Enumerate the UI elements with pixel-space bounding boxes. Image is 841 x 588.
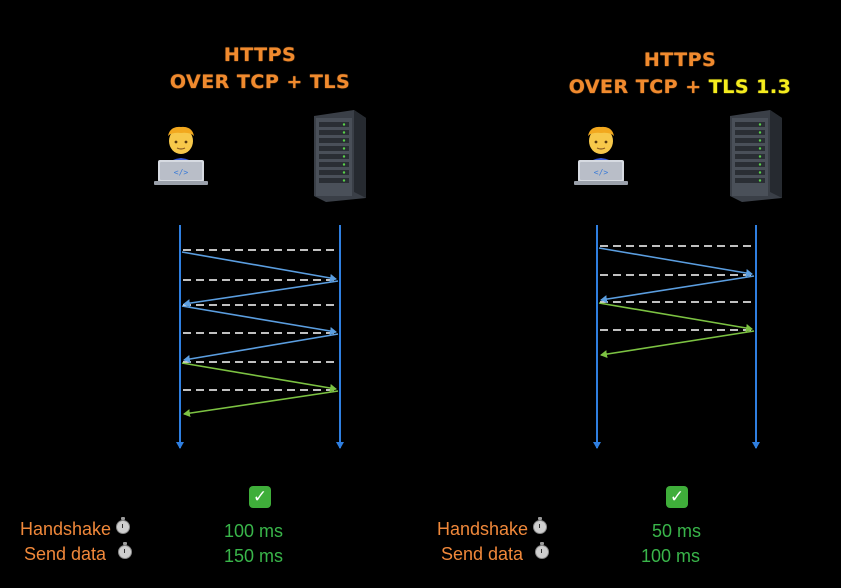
server-rack-icon xyxy=(308,108,370,208)
handshake-label: Handshake xyxy=(437,517,548,540)
right-panel: HTTPS OVER TCP + TLS 1.3 </> xyxy=(420,0,840,588)
send-data-label-text: Send data xyxy=(24,544,107,564)
right-title-line2-highlight: TLS 1.3 xyxy=(708,76,792,98)
send-data-value: 100 ms xyxy=(641,546,701,566)
handshake-value: 100 ms xyxy=(224,521,284,541)
handshake-arrow xyxy=(600,275,755,304)
left-title: HTTPS OVER TCP + TLS xyxy=(130,42,390,96)
handshake-value: 50 ms xyxy=(652,521,702,541)
send-data-label-text: Send data xyxy=(441,544,524,564)
server-rack-icon xyxy=(724,108,786,208)
handshake-arrow xyxy=(181,251,337,282)
handshake-arrow xyxy=(183,333,339,363)
stopwatch-icon xyxy=(535,542,550,559)
handshake-arrow xyxy=(598,247,753,277)
right-title-line2-prefix: OVER TCP + xyxy=(568,76,709,98)
left-title-line1: HTTPS xyxy=(223,44,297,66)
handshake-arrow xyxy=(181,305,337,335)
data-arrow xyxy=(598,302,753,332)
svg-text:</>: </> xyxy=(594,168,609,177)
stopwatch-icon xyxy=(533,517,548,534)
handshake-arrow xyxy=(183,280,339,308)
check-mark-button-icon: ✓ xyxy=(249,486,271,508)
stopwatch-icon xyxy=(116,517,131,534)
data-arrow xyxy=(183,390,339,418)
data-arrow xyxy=(181,362,337,392)
developer-with-laptop-icon: </> xyxy=(154,124,208,190)
developer-with-laptop-icon: </> xyxy=(574,124,628,190)
send-data-label: Send data xyxy=(441,542,550,565)
left-title-line2: OVER TCP + TLS xyxy=(169,71,351,93)
send-data-value: 150 ms xyxy=(224,546,284,566)
left-panel: HTTPS OVER TCP + TLS </> xyxy=(0,0,420,588)
handshake-label: Handshake xyxy=(20,517,131,540)
send-data-label: Send data xyxy=(24,542,133,565)
svg-text:</>: </> xyxy=(174,168,189,177)
right-title-line2: OVER TCP + TLS 1.3 xyxy=(550,74,810,101)
right-title-line1: HTTPS xyxy=(643,49,717,71)
handshake-label-text: Handshake xyxy=(20,519,112,539)
left-sequence-diagram xyxy=(176,225,344,449)
right-title: HTTPS OVER TCP + TLS 1.3 xyxy=(550,47,810,101)
data-arrow xyxy=(600,330,755,359)
right-sequence-diagram xyxy=(593,225,760,449)
stopwatch-icon xyxy=(118,542,133,559)
check-mark-button-icon: ✓ xyxy=(666,486,688,508)
handshake-label-text: Handshake xyxy=(437,519,529,539)
